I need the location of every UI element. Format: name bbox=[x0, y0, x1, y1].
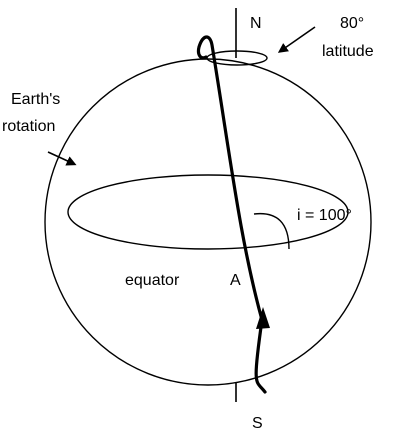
equator-ellipse bbox=[67, 174, 349, 250]
latitude-pointer-arrow bbox=[277, 26, 316, 53]
rotation-pointer-arrow bbox=[47, 151, 77, 166]
node-label: A bbox=[230, 272, 241, 289]
orbit-track bbox=[196, 35, 267, 394]
latitude-word-label: latitude bbox=[322, 43, 374, 60]
south-pole-label: S bbox=[252, 415, 263, 432]
rotation-label-line1: Earth's bbox=[11, 91, 60, 108]
rotation-label-line2: rotation bbox=[2, 118, 55, 135]
orbit-direction-arrow bbox=[256, 307, 270, 329]
inclination-label: i = 100° bbox=[297, 207, 352, 224]
north-pole-label: N bbox=[250, 15, 262, 32]
equator-label: equator bbox=[125, 272, 180, 289]
inclination-arc bbox=[253, 212, 290, 250]
latitude-value-label: 80° bbox=[340, 15, 364, 32]
